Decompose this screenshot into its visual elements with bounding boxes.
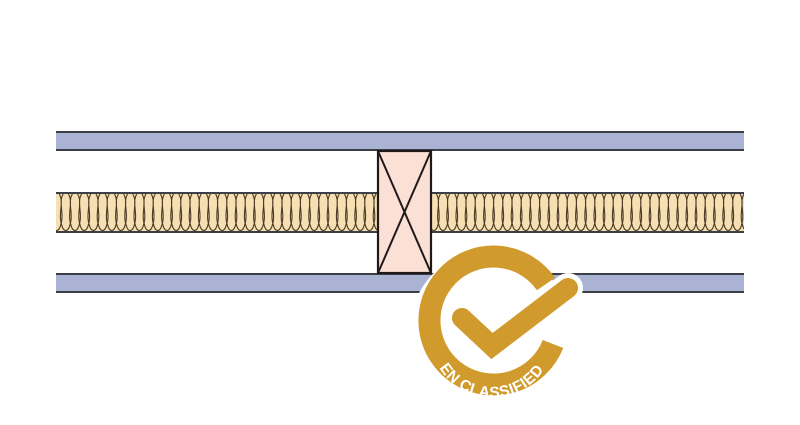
badge-ring — [418, 245, 564, 396]
bottom-plasterboard — [56, 273, 744, 293]
en-classified-badge: EN CLASSIFIED — [410, 245, 583, 410]
timber-stud — [376, 149, 433, 275]
check-icon — [452, 278, 578, 360]
top-plasterboard — [56, 131, 744, 151]
